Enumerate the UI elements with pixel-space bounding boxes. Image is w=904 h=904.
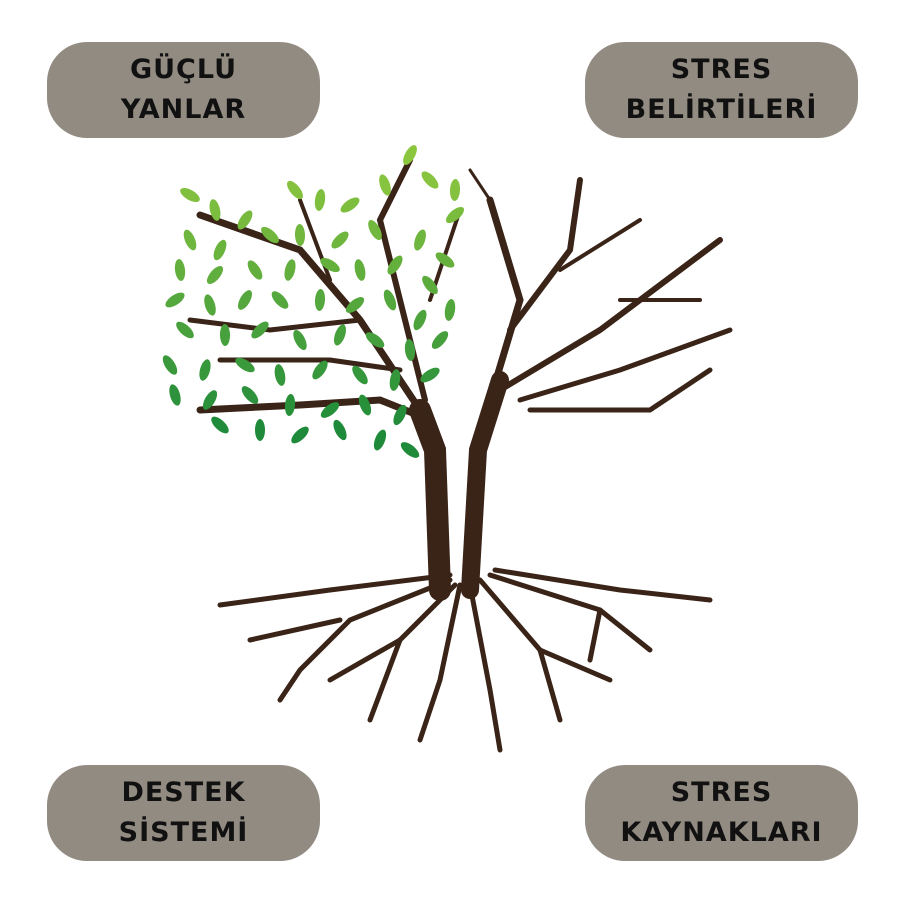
leaf (312, 360, 328, 380)
leaf (352, 365, 368, 385)
leaf (162, 355, 178, 375)
stress-symptoms-label: STRES BELİRTİLERİ (585, 42, 858, 138)
leaf (365, 332, 385, 348)
leaf (320, 257, 340, 273)
leaf (314, 189, 326, 211)
stress-symptoms-line-2: BELİRTİLERİ (625, 94, 818, 125)
leaf (400, 442, 420, 458)
leaf (331, 231, 349, 249)
leaf (373, 429, 387, 451)
leaf (340, 197, 360, 213)
leaf (368, 220, 382, 240)
leaf (358, 394, 372, 416)
leaf (241, 386, 259, 404)
strengths-line-2: YANLAR (120, 94, 247, 125)
leaf (403, 145, 417, 165)
stress-sources-line-1: STRES (670, 777, 773, 808)
leaf (213, 239, 227, 261)
stress-symptoms-line-1: STRES (670, 54, 773, 85)
leaf (345, 297, 365, 313)
support-system-label: DESTEK SİSTEMİ (47, 765, 320, 861)
leaf (354, 259, 366, 281)
leaf (176, 321, 194, 339)
leaf (320, 402, 340, 418)
stress-sources-line-2: KAYNAKLARI (620, 817, 823, 848)
leaf (383, 289, 397, 311)
leaf (206, 265, 224, 285)
leaf (413, 309, 427, 331)
leaf (237, 210, 253, 230)
leaf (165, 292, 185, 308)
support-system-line-2: SİSTEMİ (118, 817, 249, 848)
tree-roots (217, 567, 713, 753)
leaf (404, 339, 416, 361)
leaf (261, 226, 279, 244)
leaf (449, 179, 461, 201)
leaf (284, 259, 296, 281)
leaf (255, 419, 265, 441)
leaf (293, 329, 307, 351)
leaf (379, 174, 391, 196)
leaf (209, 199, 221, 221)
leaf (247, 260, 263, 280)
leaf (421, 171, 439, 189)
leaf (183, 229, 197, 251)
support-system-line-1: DESTEK (121, 777, 246, 808)
leaf (445, 206, 465, 224)
leaf (291, 426, 309, 444)
leaf (274, 364, 286, 386)
leaf (180, 188, 200, 202)
leaf (251, 321, 269, 339)
leaf (387, 255, 403, 275)
leaf (414, 229, 426, 251)
leaf (444, 299, 456, 321)
leaf (174, 259, 186, 281)
leaf (389, 369, 401, 391)
leaf (169, 384, 181, 406)
leaf (284, 394, 296, 416)
leaf (287, 180, 303, 200)
strengths-label: GÜÇLÜ YANLAR (47, 42, 320, 138)
strengths-line-1: GÜÇLÜ (129, 54, 238, 85)
leaf (204, 294, 216, 316)
leaf (333, 419, 347, 441)
leaf (420, 367, 440, 383)
leaf (393, 404, 407, 426)
leaf (271, 291, 289, 309)
leaf (202, 390, 218, 410)
tree-leaves (162, 145, 465, 458)
leaf (422, 275, 438, 295)
stress-sources-label: STRES KAYNAKLARI (585, 765, 858, 861)
leaf (235, 357, 255, 373)
leaf (435, 252, 455, 268)
leaf (294, 224, 306, 246)
leaf (314, 289, 326, 311)
leaf (431, 331, 449, 349)
leaf (333, 324, 347, 346)
leaf (199, 359, 211, 381)
leaf (238, 290, 252, 310)
tree-trunk-and-branches (187, 157, 733, 601)
leaf (219, 324, 231, 346)
leaf (211, 416, 229, 434)
